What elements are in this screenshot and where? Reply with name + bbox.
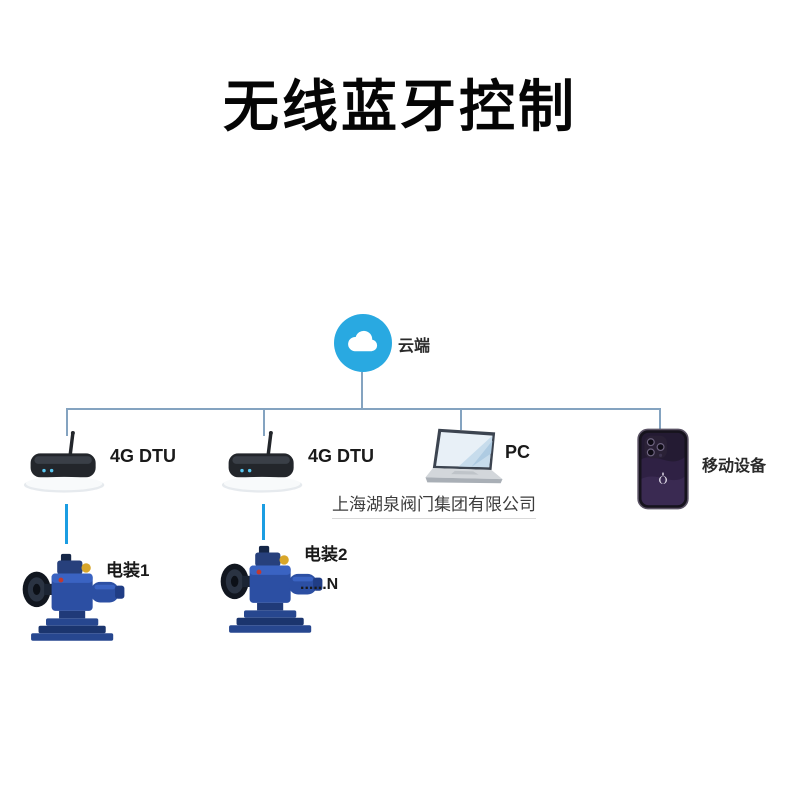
page-title: 无线蓝牙控制 (223, 75, 577, 138)
actuator2-sublabel: ......N (300, 576, 339, 593)
connector-drop-pc (460, 408, 462, 430)
laptop-icon (418, 426, 510, 492)
dtu1-label: 4G DTU (110, 446, 177, 466)
smartphone-icon (636, 428, 690, 510)
pc-label: PC (505, 442, 531, 462)
connector-drop-mobile (659, 408, 661, 432)
router-icon (220, 430, 308, 494)
link-dtu1-actuator1 (65, 504, 68, 544)
connector-drop-dtu2 (263, 408, 265, 436)
connector-drop-dtu1 (66, 408, 68, 436)
watermark-text: 上海湖泉阀门集团有限公司 (332, 490, 536, 519)
cloud-icon (344, 324, 382, 362)
cloud-label: 云端 (398, 338, 431, 355)
connector-cloud-drop (361, 372, 363, 408)
actuator1-label: 电装1 (106, 561, 150, 580)
router-icon (22, 430, 110, 494)
actuator2-label: 电装2 (304, 545, 348, 564)
connector-horizontal-bus (66, 408, 661, 410)
dtu2-label: 4G DTU (308, 446, 375, 466)
mobile-label: 移动设备 (702, 458, 767, 475)
link-dtu2-actuator2 (262, 504, 265, 540)
cloud-node (334, 314, 392, 372)
